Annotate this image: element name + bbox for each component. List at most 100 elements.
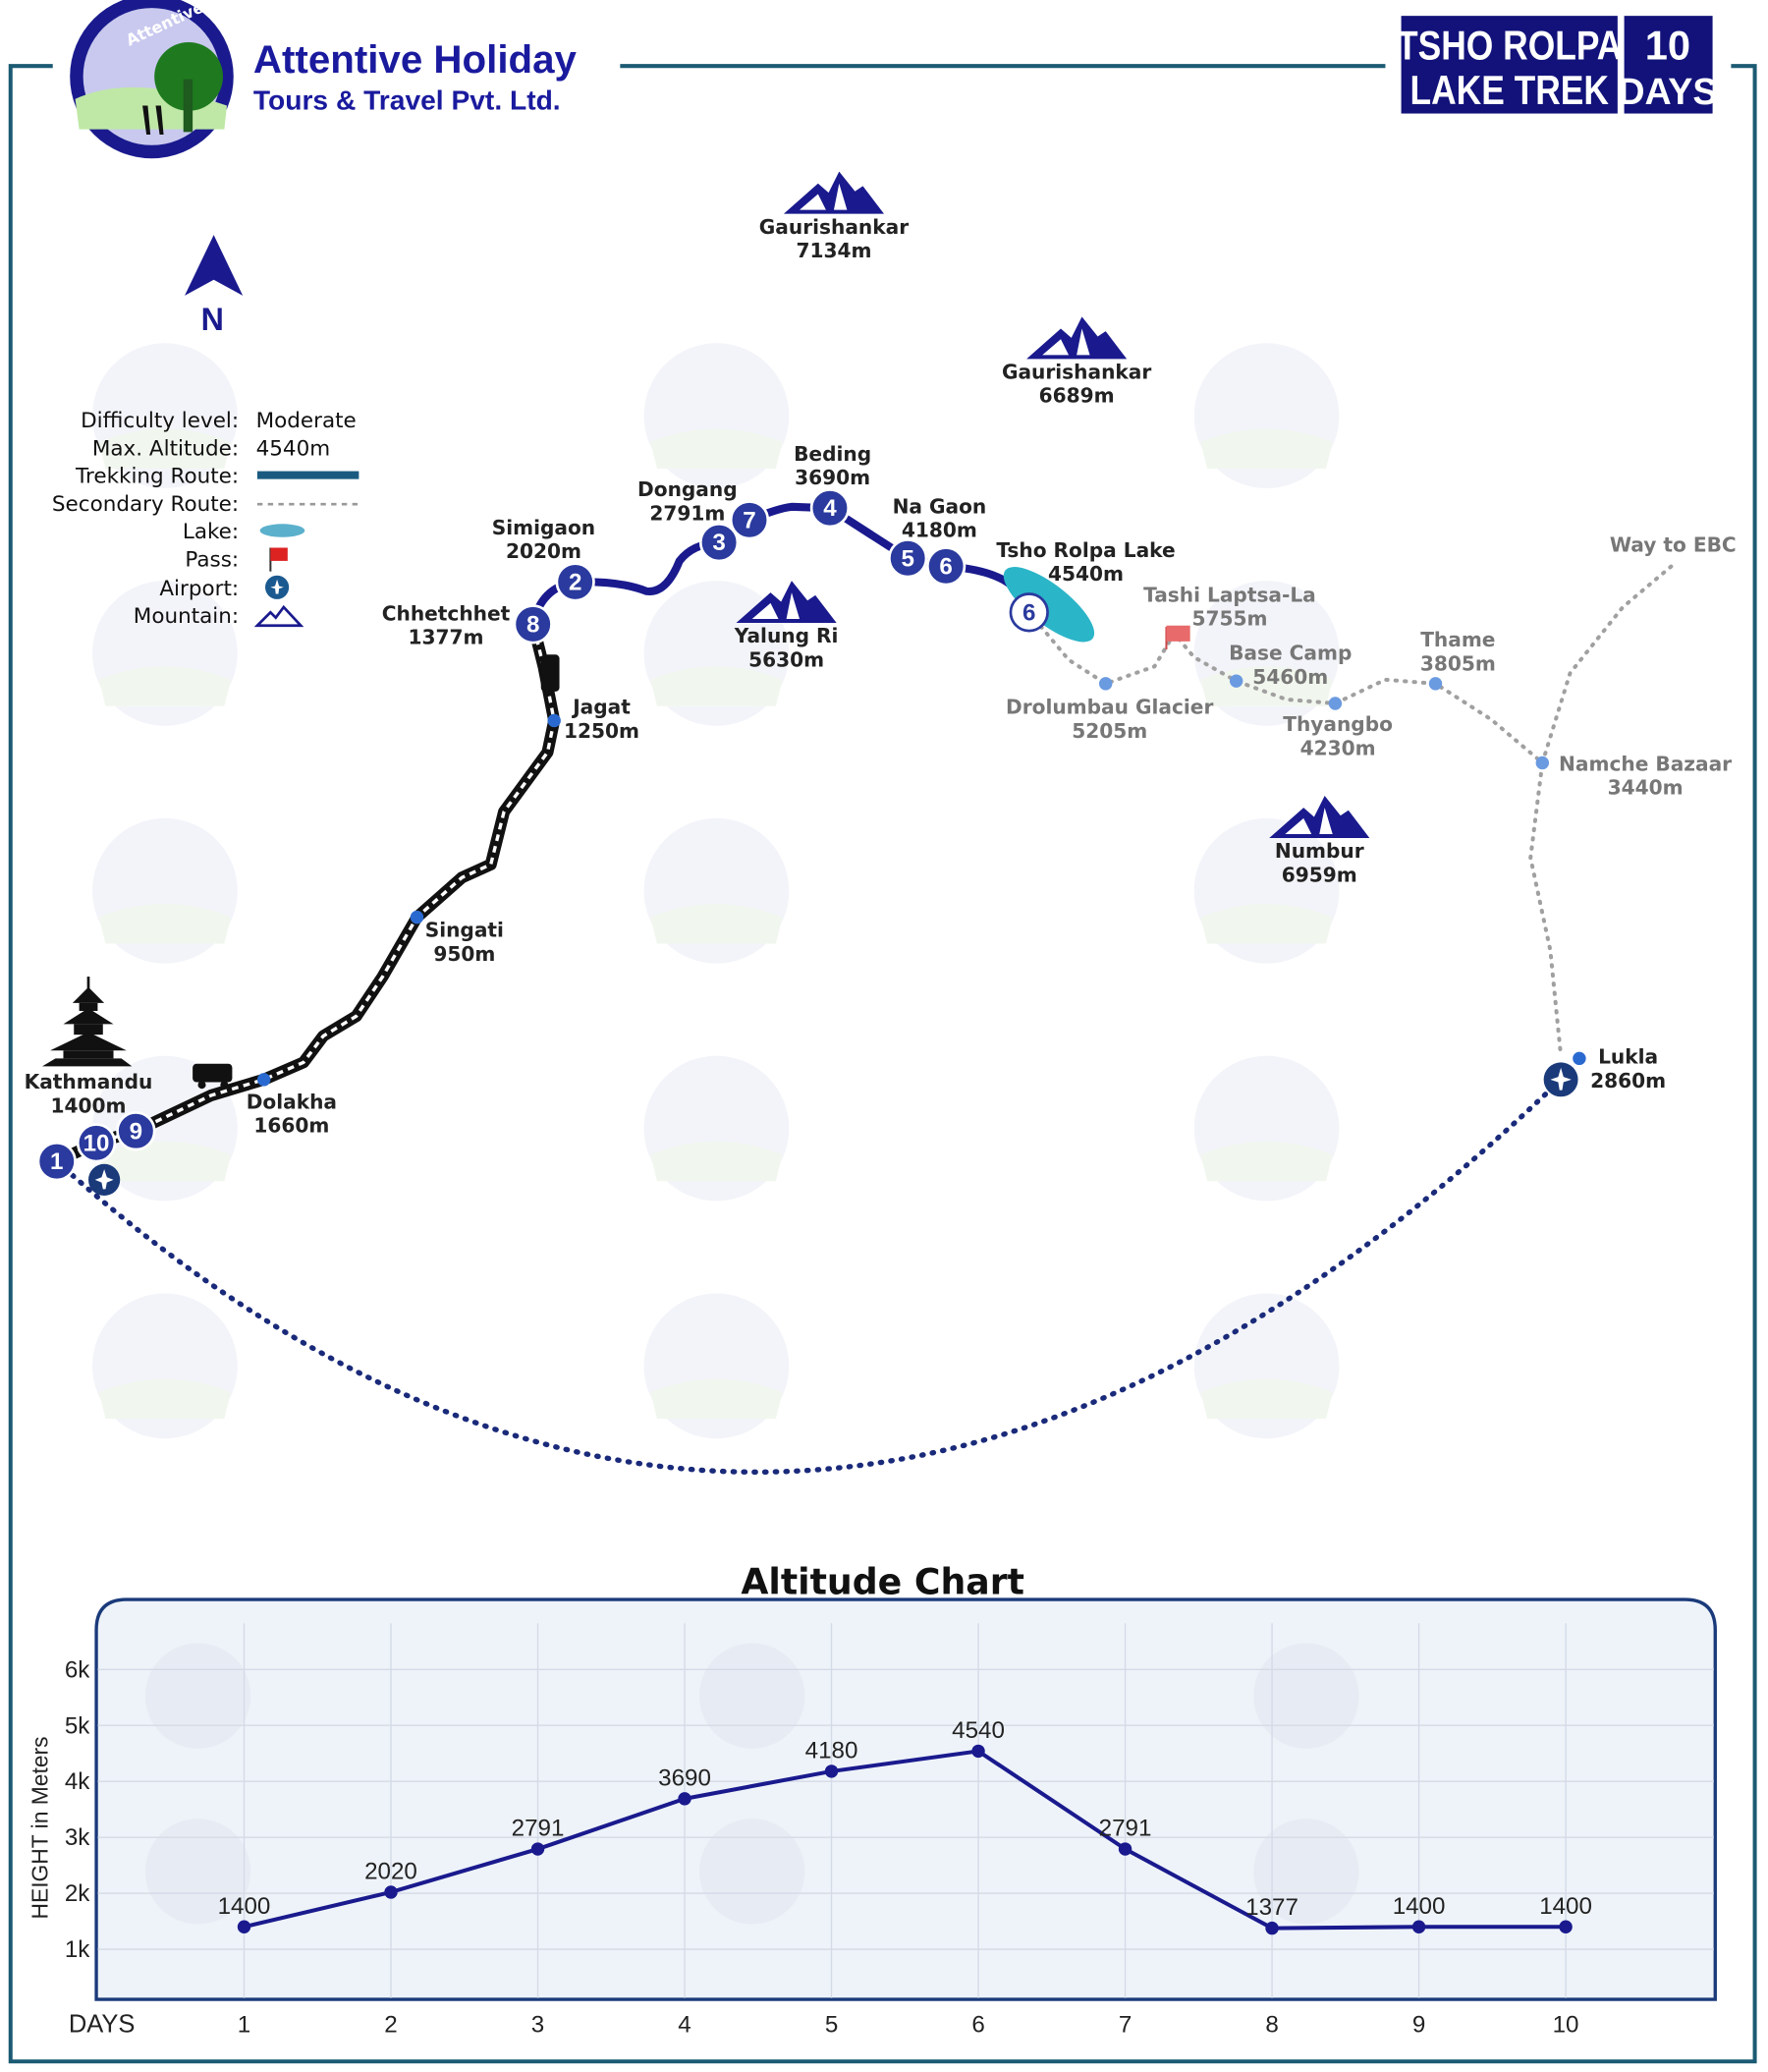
airport-icon-lukla [1543,1062,1578,1097]
place-altitude: 4180m [902,519,977,542]
data-point [237,1920,251,1933]
place-name: Dolakha [247,1090,337,1113]
place-altitude: 2791m [649,501,725,525]
watermark-logo [643,1293,790,1439]
watermark-logo [92,1293,238,1439]
data-point [971,1744,985,1759]
legend-label: Airport: [159,577,239,601]
legend-value: Moderate [256,409,357,433]
data-point [384,1885,398,1899]
road-route [54,622,561,1167]
watermark-hill [1200,1378,1333,1420]
place-dot [547,713,561,728]
mountain-icon [783,171,884,214]
xtick-label: 1 [238,2012,250,2039]
place-altitude: 4230m [1300,736,1376,759]
watermark-hill [98,428,232,469]
place-name: Namche Bazaar [1559,753,1732,776]
watermark-hill [1200,904,1333,944]
place-name: Chhetchhet [382,601,511,625]
place-name: Simigaon [492,516,595,539]
place-name: Drolumbau Glacier [1006,696,1213,719]
day-marker-circle [76,1123,117,1163]
watermark-circle [1253,1643,1359,1749]
day-marker: 10 [76,1123,117,1163]
chart-xlabel: DAYS [69,2011,136,2039]
chart-ylabel: HEIGHT in Meters [27,1736,52,1919]
mountain-name: Gaurishankar [759,215,909,239]
place-name: Dongang [637,477,738,501]
place-dot [410,910,424,924]
place-name: Base Camp [1229,642,1352,665]
north-arrow-icon: N [185,235,244,337]
company-subtitle: Tours & Travel Pvt. Ltd. [253,84,561,116]
xtick-label: 5 [825,2012,838,2039]
day-marker-number: 5 [901,545,913,572]
day-marker-circle [36,1141,77,1182]
place-name: Singati [425,919,504,942]
data-label: 1400 [218,1893,271,1920]
data-point [824,1764,839,1778]
legend-item: Lake: [183,520,305,544]
day-marker-number: 7 [743,507,755,533]
data-label: 2791 [1099,1816,1152,1842]
mountain-snow [751,592,801,620]
data-label: 2791 [512,1816,565,1842]
secondary-route [1026,562,1676,1058]
jeep-icon [540,654,560,692]
data-point [1118,1842,1133,1856]
watermark-logo [92,1055,238,1202]
day-marker: 3 [698,522,740,563]
legend-label: Secondary Route: [52,492,239,517]
place-dot [1229,674,1243,688]
legend-item: Difficulty level:Moderate [81,409,357,433]
watermark-logo [92,343,238,489]
company-name: Attentive Holiday [253,37,578,82]
watermark-hill [1200,428,1333,469]
lake-swatch [259,524,305,537]
day-marker-number: 3 [712,530,725,556]
airport-icon-kathmandu [88,1163,121,1197]
ytick-label: 1k [65,1936,90,1963]
mountain-altitude: 5630m [748,647,824,671]
legend-label: Mountain: [134,604,239,629]
data-label: 4540 [952,1717,1005,1744]
place-altitude: 1377m [409,626,484,649]
watermark-circle [144,1819,251,1925]
watermark-circle [698,1819,805,1925]
airplane-glyph [270,579,284,594]
jeep-icon [193,1063,233,1090]
day-marker-circle [116,1111,156,1151]
watermark-circle [144,1643,251,1749]
frame [8,64,1757,2064]
day-marker: 9 [116,1111,156,1151]
pass-flag-icon [1165,625,1190,649]
mountain-legend-icon [253,604,304,628]
mountain-name: Yalung Ri [734,624,839,647]
watermark-circle [698,1643,805,1749]
ytick-label: 2k [65,1880,90,1907]
watermark-logo [1193,1055,1340,1202]
day-marker-circle [698,522,740,563]
xtick-label: 3 [531,2012,544,2039]
data-label: 1400 [1393,1893,1446,1920]
mountain-altitude: 7134m [796,239,871,262]
mountain-snow [1285,808,1333,834]
watermark-hill [650,1378,783,1420]
company-logo: Attentive Holiday [70,0,272,159]
watermarks [92,343,1340,1439]
day-marker: 7 [729,500,770,540]
data-label: 1377 [1245,1894,1298,1921]
tsho-rolpa-lake [1003,567,1095,643]
place-altitude: 3690m [795,466,870,489]
day-marker-circle [888,538,928,579]
